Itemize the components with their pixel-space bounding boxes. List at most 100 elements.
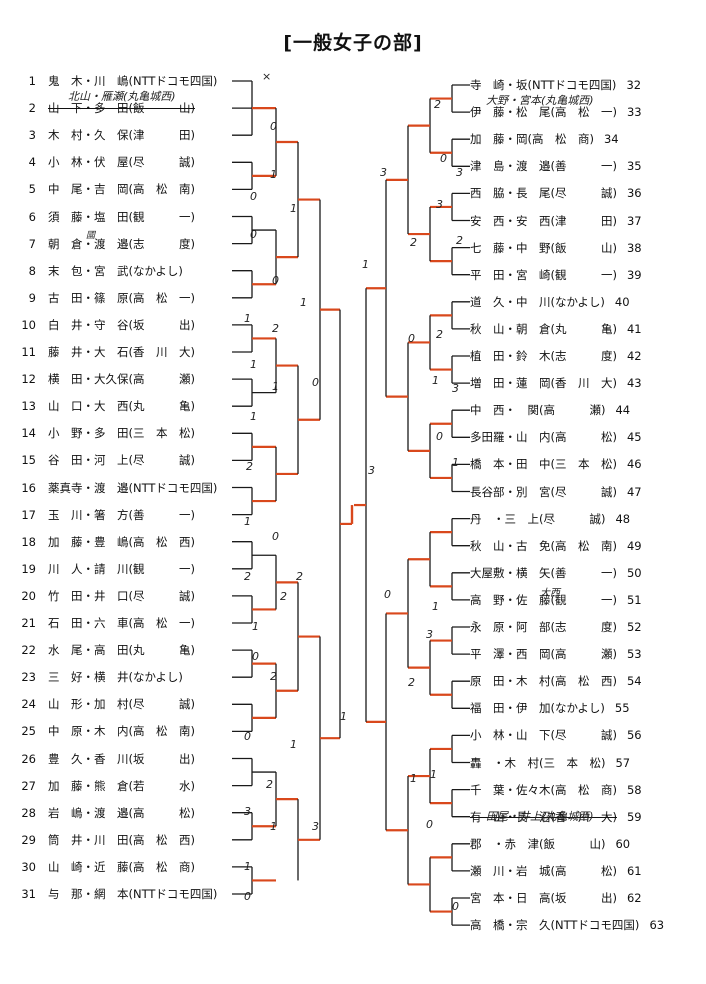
entry-team: (尽 誠) bbox=[550, 186, 617, 201]
entry-number: 46 bbox=[626, 457, 642, 472]
entry-players: 中 原・木 内 bbox=[48, 724, 129, 739]
match-score: 1 bbox=[270, 820, 277, 833]
right-entry: 有 山・長 沼(香 川 大)59 bbox=[470, 810, 651, 824]
entry-players: 寺 崎・坂 bbox=[470, 78, 528, 92]
entry-number: 35 bbox=[626, 159, 642, 174]
entry-team: (高 松 南) bbox=[128, 724, 195, 739]
right-entry: 植 田・鈴 木(志 度)42 bbox=[470, 349, 651, 363]
right-entry: 中 西・ 関(高 瀬)44 bbox=[470, 403, 639, 417]
entry-team: (なかよし) bbox=[550, 701, 605, 716]
match-score: 3 bbox=[244, 805, 251, 818]
entry-team: (尽 誠) bbox=[128, 588, 195, 603]
entry-players: 丹 ・三 上 bbox=[470, 511, 539, 526]
match-score: 3 bbox=[426, 628, 433, 641]
entry-team: (若 水) bbox=[128, 778, 195, 793]
entry-players: 道 久・中 川 bbox=[470, 294, 551, 309]
match-score: 1 bbox=[340, 710, 347, 723]
entry-players: 水 尾・高 田 bbox=[48, 643, 129, 658]
entry-number: 57 bbox=[615, 755, 631, 770]
entry-team: (高 瀬) bbox=[539, 403, 606, 418]
entry-team: (尽 誠) bbox=[550, 484, 617, 499]
right-entry: 加 藤・岡(高 松 商) 34 bbox=[470, 132, 628, 146]
entry-team: (高 松 商) bbox=[527, 132, 594, 147]
entry-team: (高 松 西) bbox=[128, 534, 195, 549]
match-score: 3 bbox=[368, 464, 375, 477]
right-entry: 平 田・宮 崎(観 一)39 bbox=[470, 268, 651, 282]
entry-team: (高 松) bbox=[550, 430, 617, 445]
entry-team: (高 松 一) bbox=[128, 616, 195, 630]
entry-number: 39 bbox=[626, 267, 642, 282]
match-score: 1 bbox=[432, 600, 439, 613]
entry-team: (善 一) bbox=[128, 507, 195, 522]
entry-number: 31 bbox=[21, 887, 36, 901]
right-entry: 平 澤・西 岡(高 瀬)53 bbox=[470, 647, 651, 661]
entry-players: 津 島・渡 邉 bbox=[470, 159, 551, 174]
match-score: 2 bbox=[436, 328, 443, 341]
entry-team: (尽 誠) bbox=[539, 511, 606, 526]
match-score: 0 bbox=[244, 890, 251, 903]
handwritten-note-51: 大西 bbox=[540, 588, 560, 599]
right-entry: 福 田・伊 加(なかよし)55 bbox=[470, 701, 639, 715]
entry-number: 51 bbox=[626, 592, 642, 607]
entry-players: 秋 山・古 免 bbox=[470, 538, 551, 553]
entry-team: (高 松 南) bbox=[128, 182, 195, 197]
right-entry: 西 脇・長 尾(尽 誠)36 bbox=[470, 186, 651, 200]
right-entry: 七 藤・中 野(飯 山)38 bbox=[470, 241, 651, 255]
match-score: 1 bbox=[452, 456, 459, 469]
right-entry: 長谷部・別 宮(尽 誠)47 bbox=[470, 485, 651, 499]
entry-number: 16 bbox=[21, 480, 36, 495]
match-score: 2 bbox=[434, 98, 441, 111]
entry-team: (香 川 大) bbox=[128, 345, 195, 359]
entry-players: 平 田・宮 崎 bbox=[470, 267, 551, 282]
handwritten-substitute-33: 大野・宮本(丸亀城西) bbox=[486, 94, 594, 107]
entry-players: 山 下・多 田 bbox=[48, 101, 129, 116]
entry-players: 薬真寺・渡 邉 bbox=[48, 480, 129, 495]
right-entry: 道 久・中 川(なかよし)40 bbox=[470, 295, 639, 309]
entry-team: (観 一) bbox=[550, 592, 617, 607]
entry-team: (善 一) bbox=[550, 159, 617, 174]
entry-players: 川 人・請 川 bbox=[48, 561, 129, 576]
match-score: 0 bbox=[272, 274, 279, 287]
match-score: 0 bbox=[252, 650, 259, 663]
entry-number: 34 bbox=[603, 132, 619, 147]
entry-number: 7 bbox=[28, 236, 36, 251]
entry-number: 32 bbox=[626, 78, 642, 92]
entry-players: 山 形・加 村 bbox=[48, 697, 129, 712]
entry-team: (香 川 大) bbox=[550, 376, 617, 391]
match-score: 2 bbox=[244, 570, 251, 583]
entry-number: 33 bbox=[626, 105, 642, 120]
entry-team: (三 本 松) bbox=[550, 457, 617, 472]
entry-players: 石 田・六 車 bbox=[48, 616, 129, 630]
right-entry: 原 田・木 村(高 松 西)54 bbox=[470, 674, 651, 688]
entry-team: (尽 誠) bbox=[128, 155, 195, 170]
handwritten-note-7: 國 bbox=[86, 231, 96, 241]
match-score: 3 bbox=[452, 382, 459, 395]
right-entry: 轟 ・木 村(三 本 松)57 bbox=[470, 756, 639, 770]
entry-players: 小 林・伏 屋 bbox=[48, 155, 129, 170]
right-entry: 増 田・蓮 岡(香 川 大)43 bbox=[470, 376, 651, 390]
entry-number: 63 bbox=[649, 918, 665, 933]
entry-players: 鬼 木・川 嶋 bbox=[48, 74, 129, 88]
entry-number: 1 bbox=[28, 74, 36, 88]
entry-team: (NTTドコモ四国) bbox=[527, 78, 617, 92]
page-title: [一般女子の部] bbox=[283, 32, 423, 54]
match-score: 0 bbox=[250, 190, 257, 203]
entry-number: 8 bbox=[28, 263, 36, 278]
entry-number: 42 bbox=[626, 349, 642, 363]
entry-team: (高 瀬) bbox=[128, 372, 195, 387]
match-score: 2 bbox=[280, 590, 287, 603]
match-score: 3 bbox=[436, 198, 443, 211]
entry-number: 12 bbox=[21, 372, 36, 387]
entry-number: 17 bbox=[21, 507, 36, 522]
entry-players: 橋 本・田 中 bbox=[470, 457, 551, 472]
entry-players: 加 藤・岡 bbox=[470, 132, 528, 147]
match-score: 1 bbox=[362, 258, 369, 271]
entry-team: (丸 亀) bbox=[550, 321, 617, 336]
